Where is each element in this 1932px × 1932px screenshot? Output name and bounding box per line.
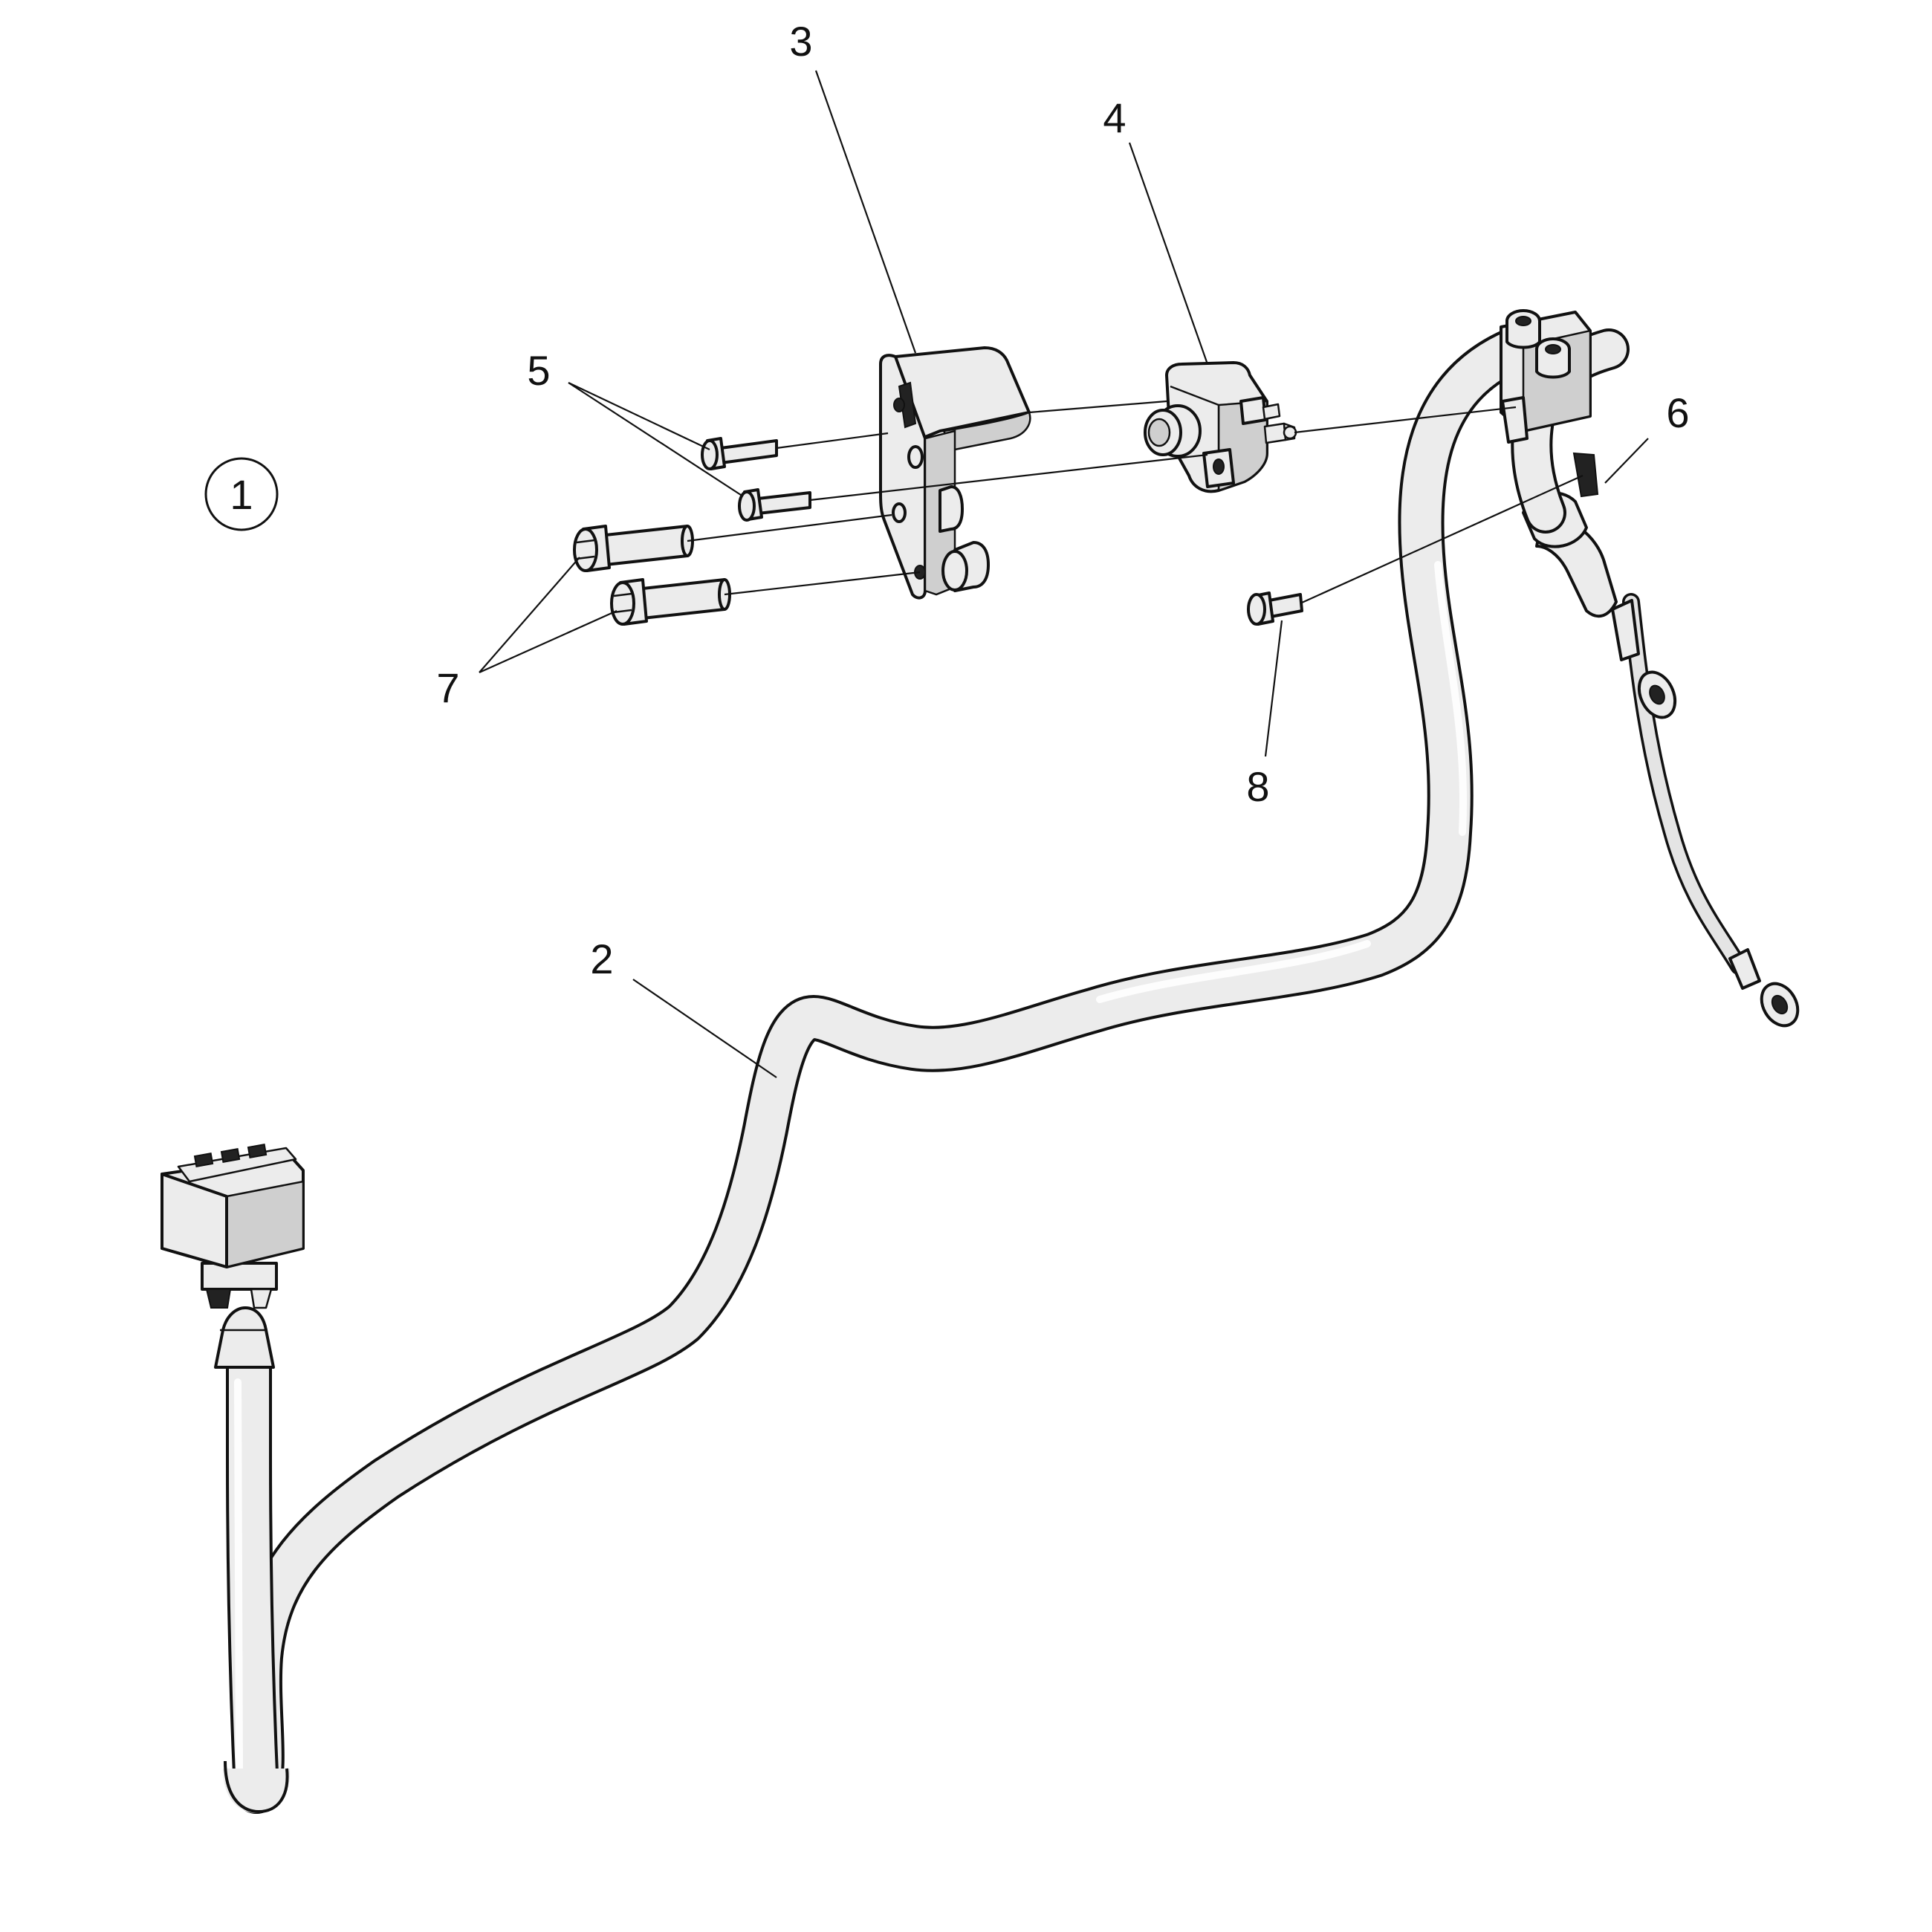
bolt-5-upper [701,437,778,470]
bolt-7-upper [573,525,694,572]
callout-4-label: 4 [1103,94,1126,141]
callout-3-label: 3 [789,18,812,65]
bolt-8 [1247,591,1303,626]
callout-1-label: 1 [230,471,253,518]
cable-terminal-end [1500,309,1800,1028]
battery-cable-assembly [223,326,1539,1814]
callout-5-label: 5 [527,347,550,394]
callout-2-label: 2 [590,936,613,982]
bolt-7-lower [610,578,731,626]
callout-6-label: 6 [1666,389,1689,436]
mounting-bracket [879,346,1031,600]
callout-8-label: 8 [1246,763,1269,810]
electrical-connector [161,1144,305,1369]
bolt-5-lower [738,488,811,522]
callout-1: 1 [204,457,279,531]
relay-module [1144,361,1297,493]
callout-leaders [479,70,1649,1078]
assembly-lines [687,400,1583,604]
callout-7-label: 7 [436,664,459,711]
